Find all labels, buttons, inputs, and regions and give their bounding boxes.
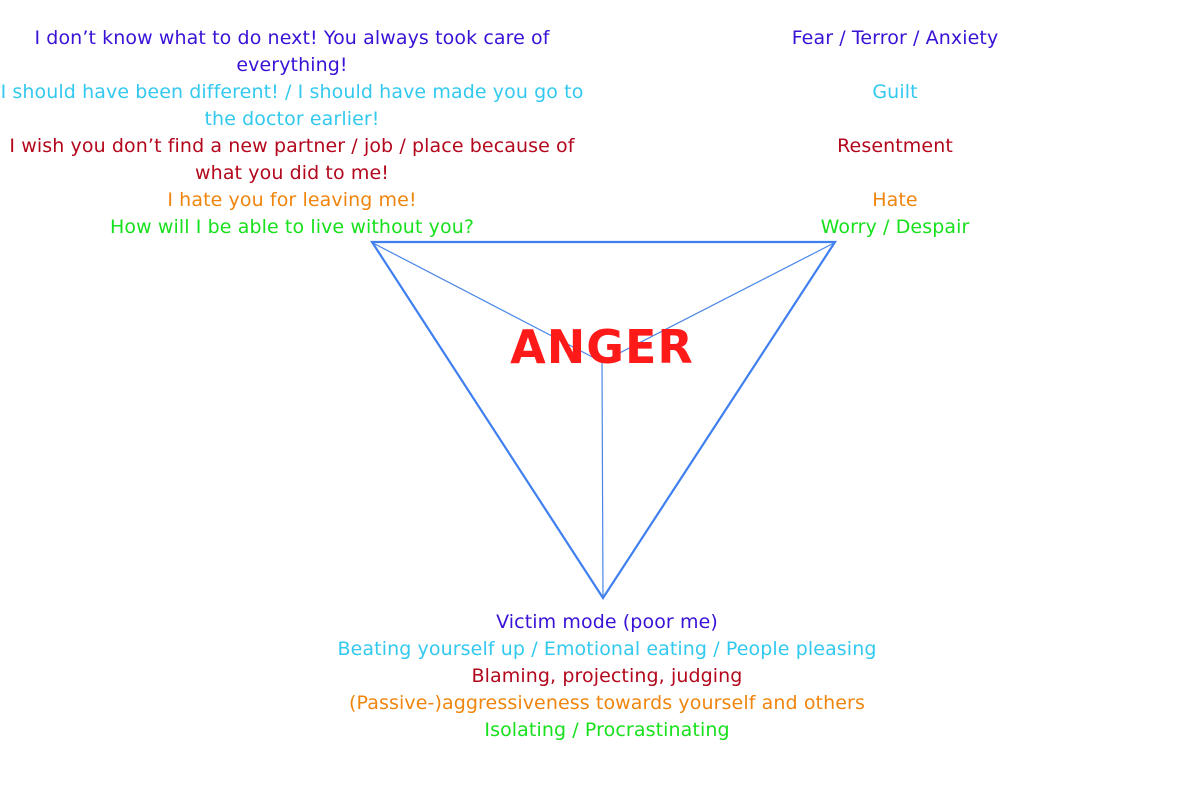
statement-hate: I hate you for leaving me! — [167, 189, 417, 211]
triangle-outline — [369, 240, 838, 601]
triangle-spoke-right — [601, 242, 835, 363]
behavior-blaming: Blaming, projecting, judging — [471, 665, 743, 687]
behavior-self-punishing: Beating yourself up / Emotional eating /… — [337, 638, 877, 660]
behavior-aggressiveness: (Passive-)aggressiveness towards yoursel… — [349, 692, 865, 714]
center-label: ANGER — [510, 320, 694, 374]
emotion-resentment: Resentment — [837, 135, 953, 157]
statement-guilt: I should have been different! / I should… — [0, 81, 584, 130]
triangle-spoke-left — [372, 242, 603, 363]
left-statements: I don’t know what to do next! You always… — [0, 25, 584, 241]
behavior-victim: Victim mode (poor me) — [496, 611, 718, 633]
spacer — [745, 160, 1045, 187]
statement-worry: How will I be able to live without you? — [109, 216, 475, 238]
emotion-guilt: Guilt — [872, 81, 918, 103]
spacer — [745, 52, 1045, 79]
statement-fear: I don’t know what to do next! You always… — [34, 27, 550, 76]
triangle-spoke-bottom — [601, 361, 604, 598]
right-emotions: Fear / Terror / Anxiety Guilt Resentment… — [745, 25, 1045, 241]
behavior-isolating: Isolating / Procrastinating — [484, 719, 730, 741]
statement-resentment: I wish you don’t find a new partner / jo… — [9, 135, 575, 184]
emotion-worry: Worry / Despair — [820, 216, 970, 238]
spacer — [745, 106, 1045, 133]
bottom-behaviors: Victim mode (poor me) Beating yourself u… — [307, 609, 907, 744]
emotion-hate: Hate — [872, 189, 918, 211]
emotion-fear: Fear / Terror / Anxiety — [791, 27, 999, 49]
